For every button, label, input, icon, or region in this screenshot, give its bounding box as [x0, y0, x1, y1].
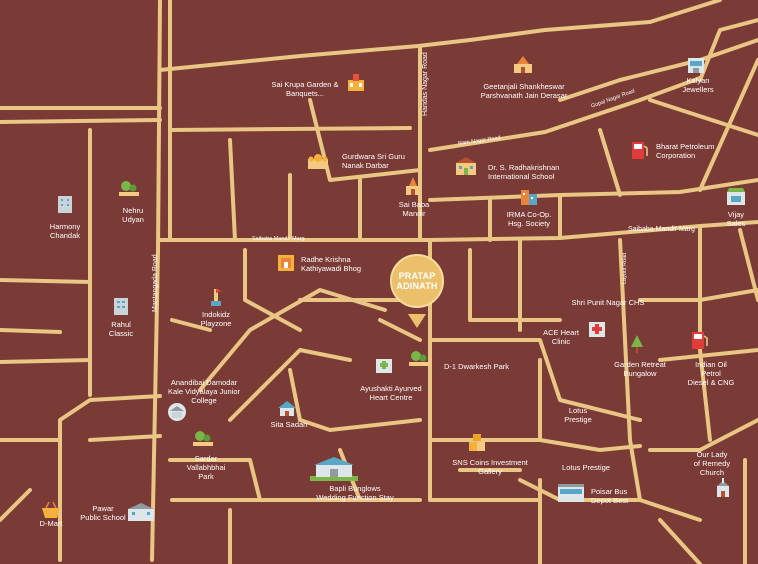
- ayurved-clinic-icon[interactable]: [373, 354, 395, 374]
- clinic-icon[interactable]: [586, 318, 608, 338]
- place-radhe: Radhe Krishna Kathiyawadi Bhog: [301, 255, 362, 273]
- project-location-pin[interactable]: PRATAP ADINATH: [388, 254, 448, 334]
- place-bharat: Bharat Petroleum Corporation: [656, 142, 715, 160]
- electronics-store-icon[interactable]: [725, 186, 747, 206]
- restaurant-icon[interactable]: [275, 252, 297, 272]
- place-geetanjali: Geetanjali Shankheswar Parshvanath Jain …: [480, 82, 568, 100]
- place-gurdwara: Gurdwara Sri Guru Nanak Darbar: [342, 152, 405, 170]
- jewellers-icon[interactable]: [685, 54, 707, 74]
- school-icon[interactable]: [455, 156, 477, 176]
- place-lotus-1: Lotus Prestige: [564, 406, 592, 424]
- park-icon[interactable]: [408, 348, 430, 368]
- road-label-saibaba-right: Saibaba Mandir Marg: [628, 226, 695, 233]
- place-kalyan: Kalyan Jewellers: [682, 76, 714, 94]
- road-label-layout: Layout Road: [622, 252, 628, 284]
- project-name-line2: ADINATH: [396, 281, 438, 291]
- public-school-icon[interactable]: [126, 502, 156, 522]
- road-label-mantangada: Mantangada Road: [152, 254, 159, 312]
- place-irma: IRMA Co-Op. Hsg. Society: [506, 210, 552, 228]
- playzone-icon[interactable]: [205, 287, 227, 307]
- place-poisar: Poisar Bus Depot Best: [591, 487, 629, 505]
- house-icon[interactable]: [276, 398, 298, 418]
- place-dwarkesh: D-1 Dwarkesh Park: [444, 362, 510, 371]
- fuel-station-icon[interactable]: [688, 330, 710, 350]
- place-sai-krupa: Sai Krupa Garden & Banquets...: [271, 80, 339, 98]
- housing-society-icon[interactable]: [518, 186, 540, 206]
- apartment-building-icon[interactable]: [54, 194, 76, 214]
- banquet-hall-icon[interactable]: [345, 72, 367, 92]
- place-indian-oil: Indian Oil Petrol Diesel & CNG: [687, 360, 735, 387]
- place-sardar: Sardar Vallabhbhai Park: [186, 454, 226, 481]
- place-ayushakti: Ayushakti Ayurved Heart Centre: [360, 384, 422, 402]
- place-anandibai: Anandibai Damodar Kale Vidyalaya Junior …: [168, 378, 240, 405]
- temple-icon[interactable]: [402, 176, 424, 196]
- project-name-line1: PRATAP: [398, 271, 436, 281]
- coins-icon[interactable]: [466, 432, 488, 452]
- place-sai-baba: Sai Baba Mandir: [398, 200, 430, 218]
- place-radhakrishnan: Dr. S. Radhakrishnan International Schoo…: [488, 163, 560, 181]
- place-pawar: Pawar Public School: [80, 504, 126, 522]
- place-garden-retreat: Garden Retreat Bungalow: [614, 360, 666, 378]
- road-label-saibaba-left: Saibaba Mandir Marg: [252, 236, 305, 242]
- place-our-lady: Our Lady of Remedy Church: [693, 450, 731, 477]
- place-indokidz: Indokidz Playzone: [200, 310, 232, 328]
- mantangada-road-line: [150, 0, 162, 562]
- petrol-pump-icon[interactable]: [628, 140, 650, 160]
- pin-arrow-icon: [408, 314, 426, 328]
- college-icon[interactable]: [166, 402, 188, 422]
- bus-depot-icon[interactable]: [556, 482, 586, 506]
- jain-temple-icon[interactable]: [512, 54, 534, 74]
- place-dmart: D-Mart: [39, 519, 63, 528]
- garden-icon[interactable]: [118, 178, 140, 198]
- place-rahul: Rahul Classic: [108, 320, 134, 338]
- place-bapli: Bapli Bunglows Wedding Function Stay: [316, 484, 394, 502]
- place-harmony: Harmony Chandak: [49, 222, 81, 240]
- project-badge: PRATAP ADINATH: [390, 254, 444, 308]
- place-shri-punit: Shri Punit Nagar CHS: [571, 298, 645, 307]
- road-label-haridas: Haridas Nagar Road: [422, 52, 429, 116]
- place-ace: ACE Heart Clinic: [543, 328, 579, 346]
- place-sns: SNS Coins Investment Gallery: [452, 458, 528, 476]
- residential-tower-icon[interactable]: [110, 296, 132, 316]
- wedding-venue-icon[interactable]: [308, 456, 360, 482]
- gurdwara-icon[interactable]: [307, 150, 329, 170]
- church-icon[interactable]: [712, 478, 734, 498]
- place-vijay: Vijay Sales: [726, 210, 746, 228]
- shopping-basket-icon[interactable]: [40, 500, 62, 520]
- bungalow-tree-icon[interactable]: [626, 334, 648, 354]
- place-nehru: Nehru Udyan: [122, 206, 144, 224]
- place-lotus-2: Lotus Prestige: [562, 463, 610, 472]
- place-sita: Sita Sadan: [270, 420, 308, 429]
- public-park-icon[interactable]: [192, 428, 214, 448]
